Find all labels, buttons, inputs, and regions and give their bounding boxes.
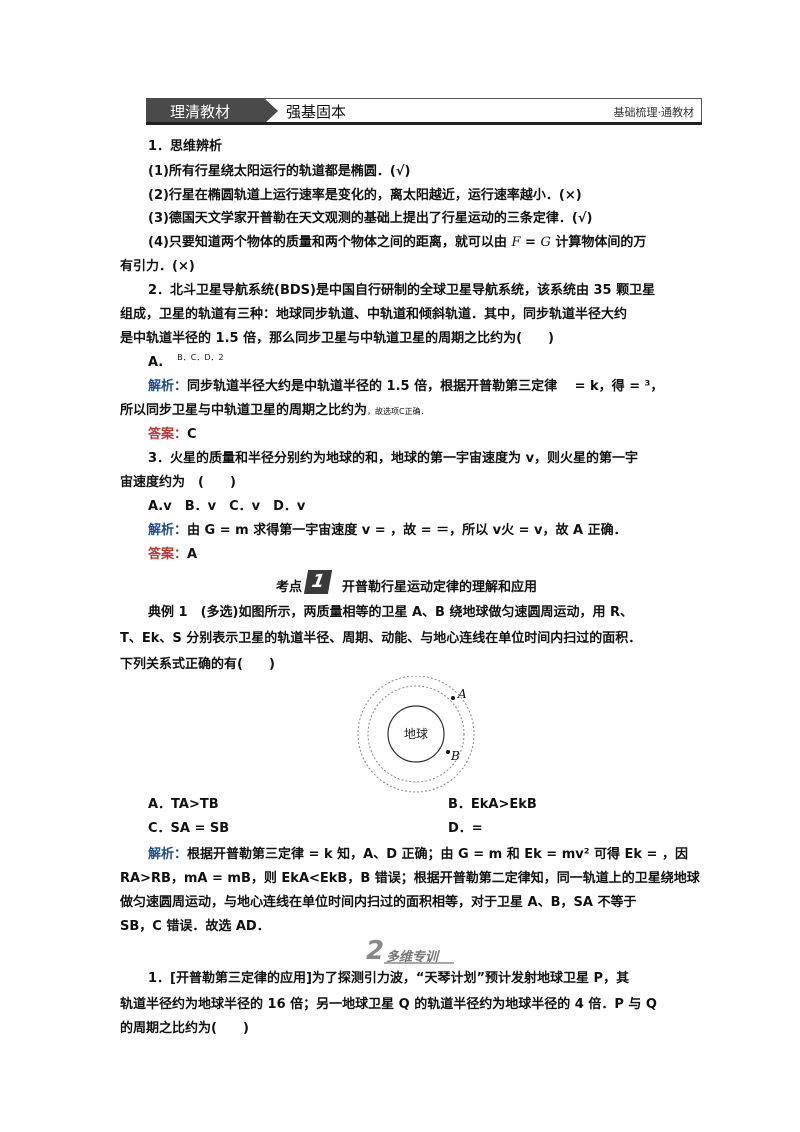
header-dark-tab bbox=[146, 98, 264, 124]
ex1-analysis-line-2: RA>RB，mA = mB，则 EkA<EkB，B 错误；根据开普勒第二定律知，… bbox=[120, 871, 700, 886]
satellite-b-label: B bbox=[450, 749, 460, 763]
kaodian-title: 开普勒行星运动定律的理解和应用 bbox=[342, 580, 538, 595]
q2-line-3: 是中轨道半径的 1.5 倍，那么同步卫星与中轨道卫星的周期之比约为( ) bbox=[120, 331, 554, 346]
orbit-diagram: 地球 A B bbox=[357, 676, 475, 793]
ex1-option-d: D．= bbox=[448, 821, 483, 836]
kaodian-number-badge: 1 bbox=[303, 570, 333, 594]
ex1-line-1: 典例 1 (多选)如图所示，两质量相等的卫星 A、B 绕地球做匀速圆周运动，用 … bbox=[148, 605, 634, 620]
header-tab-1: 理清教材 bbox=[170, 103, 231, 121]
q2-analysis-line-2: 所以同步卫星与中轨道卫星的周期之比约为，故选项C正确． bbox=[120, 403, 429, 418]
satellite-b-dot bbox=[446, 750, 450, 754]
orbit-outer bbox=[357, 676, 475, 793]
satellite-a-label: A bbox=[457, 687, 467, 701]
earth-label: 地球 bbox=[404, 727, 428, 741]
duowei-underline bbox=[384, 962, 454, 964]
earth-circle bbox=[387, 705, 445, 763]
s1-item-2: (2)行星在椭圆轨道上运行速率是变化的，离太阳越近，运行速率越小．(×) bbox=[148, 188, 582, 203]
q4-line-2: 轨道半径约为地球半径的 16 倍；另一地球卫星 Q 的轨道半径约为地球半径的 4… bbox=[120, 997, 657, 1012]
satellite-a-dot bbox=[451, 696, 455, 700]
q3-options: A.v B．v C．v D．v bbox=[148, 499, 306, 514]
s1-item-4: (4)只要知道两个物体的质量和两个物体之间的距离，就可以由 F = G 计算物体… bbox=[148, 235, 647, 250]
q2-options: A.B．C．D．2 bbox=[148, 353, 224, 370]
q3-answer: 答案：A bbox=[148, 547, 198, 562]
ex1-option-c: C．SA = SB bbox=[148, 821, 230, 836]
duowei-title: 多维专训 bbox=[386, 950, 439, 965]
section-header: 理清教材 强基固本 基础梳理·通教材 bbox=[146, 98, 702, 126]
header-tab-arrow bbox=[264, 98, 278, 124]
ex1-analysis-line-1: 解析：根据开普勒第三定律 = k 知，A、D 正确；由 G = m 和 Ek =… bbox=[148, 847, 688, 862]
s1-title: 1．思维辨析 bbox=[148, 139, 223, 154]
ex1-analysis-line-3: 做匀速圆周运动，与地心连线在单位时间内扫过的面积相等，对于卫星 A、B，SA 不… bbox=[120, 895, 637, 910]
q3-line-2: 宙速度约为 ( ) bbox=[120, 475, 236, 490]
q3-analysis: 解析：由 G = m 求得第一宇宙速度 v = ，故 = ＝，所以 v火 = v… bbox=[148, 523, 627, 538]
ex1-line-3: 下列关系式正确的有( ) bbox=[120, 657, 275, 672]
ex1-option-b: B．EkA>EkB bbox=[448, 797, 537, 812]
q2-line-1: 2．北斗卫星导航系统(BDS)是中国自行研制的全球卫星导航系统，该系统由 35 … bbox=[148, 283, 656, 298]
header-right-caption: 基础梳理·通教材 bbox=[613, 106, 695, 119]
q4-line-3: 的周期之比约为( ) bbox=[120, 1021, 249, 1036]
q3-line-1: 3．火星的质量和半径分别约为地球的和，地球的第一宇宙速度为 v，则火星的第一宇 bbox=[148, 451, 639, 466]
duowei-heading: 2 多维专训 bbox=[366, 936, 456, 968]
s1-item-4-cont: 有引力．(×) bbox=[120, 259, 195, 274]
q2-answer: 答案：C bbox=[148, 427, 197, 442]
kaodian-label: 考点 bbox=[276, 580, 303, 595]
header-underline bbox=[146, 122, 702, 125]
duowei-number: 2 bbox=[366, 936, 385, 966]
orbit-inner bbox=[367, 685, 465, 783]
s1-item-3: (3)德国天文学家开普勒在天文观测的基础上提出了行星运动的三条定律．(√) bbox=[148, 211, 593, 226]
q4-line-1: 1．[开普勒第三定律的应用]为了探测引力波，“天琴计划”预计发射地球卫星 P，其 bbox=[148, 971, 630, 986]
q2-line-2: 组成，卫星的轨道有三种：地球同步轨道、中轨道和倾斜轨道．其中，同步轨道半径大约 bbox=[120, 307, 628, 322]
ex1-line-2: T、Ek、S 分别表示卫星的轨道半径、周期、动能、与地心连线在单位时间内扫过的面… bbox=[120, 631, 642, 646]
header-tab-2: 强基固本 bbox=[286, 103, 347, 121]
ex1-option-a: A．TA>TB bbox=[148, 797, 219, 812]
q2-analysis-line-1: 解析：同步轨道半径大约是中轨道半径的 1.5 倍，根据开普勒第三定律 = k，得… bbox=[148, 379, 664, 394]
s1-item-1: (1)所有行星绕太阳运行的轨道都是椭圆．(√) bbox=[148, 164, 411, 179]
ex1-analysis-line-4: SB，C 错误．故选 AD． bbox=[120, 919, 270, 934]
